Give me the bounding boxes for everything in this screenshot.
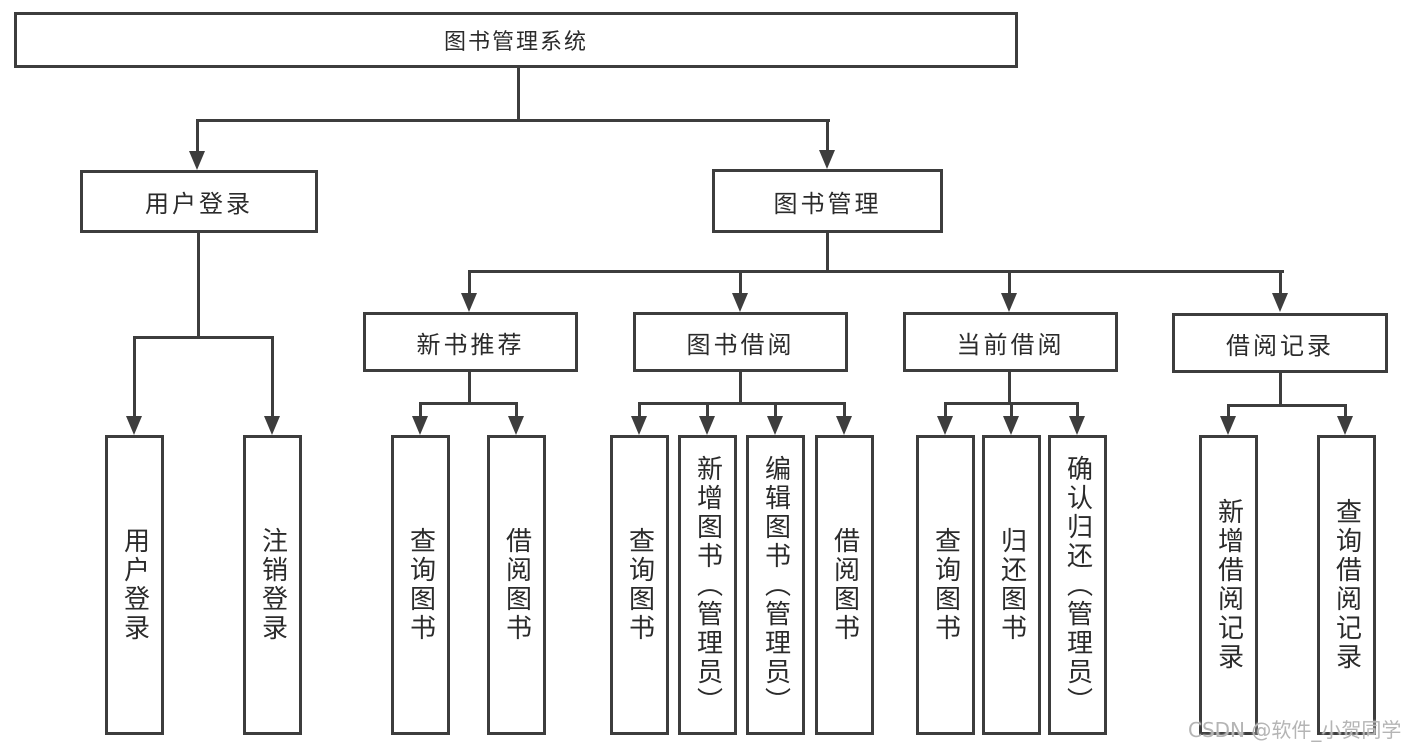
node-label: 图书管理系统 <box>443 30 588 55</box>
node-borrowing-records: 借阅记录 <box>1172 313 1388 373</box>
node-label: 查询图书 <box>624 527 655 643</box>
node-new-book-recommend: 新书推荐 <box>363 312 578 372</box>
node-library-management-system: 图书管理系统 <box>14 12 1018 68</box>
edge-to-leaf <box>706 402 709 418</box>
edge-to-leaf <box>944 402 947 418</box>
node-label: 图书管理 <box>773 189 882 218</box>
node-label: 借阅图书 <box>829 527 860 643</box>
arrow-down-icon <box>264 416 280 435</box>
edge-book-borrow-stem <box>739 372 742 405</box>
arrow-down-icon <box>819 150 835 169</box>
leaf-query-borrow-record: 查询借阅记录 <box>1317 435 1376 735</box>
arrow-down-icon <box>508 416 524 435</box>
edge-to-leaf <box>1344 404 1347 418</box>
node-label: 借阅图书 <box>501 527 532 643</box>
edge-root-splitter <box>196 119 830 122</box>
edge-book-mgmt-stem <box>826 233 829 272</box>
node-label: 用户登录 <box>119 527 150 643</box>
edge-new-books-splitter <box>419 402 518 405</box>
node-label: 编辑图书（管理员） <box>760 454 791 716</box>
node-label: 当前借阅 <box>956 330 1065 359</box>
edge-book-mgmt-splitter <box>469 270 1284 273</box>
leaf-add-book-admin: 新增图书（管理员） <box>678 435 737 735</box>
node-label: 新增借阅记录 <box>1213 498 1244 672</box>
node-current-borrowing: 当前借阅 <box>903 312 1118 372</box>
edge-to-leaf <box>1227 404 1230 418</box>
leaf-query-books-current: 查询图书 <box>916 435 975 735</box>
edge-to-borrow-records <box>1279 270 1282 295</box>
node-label: 借阅记录 <box>1226 331 1334 360</box>
node-label: 确认归还（管理员） <box>1062 454 1093 716</box>
leaf-borrow-books-borrowing: 借阅图书 <box>815 435 874 735</box>
node-label: 注销登录 <box>257 527 288 643</box>
arrow-down-icon <box>732 293 748 312</box>
node-label: 新书推荐 <box>416 330 525 359</box>
node-label: 用户登录 <box>145 190 253 218</box>
edge-to-leaf <box>133 336 136 417</box>
leaf-logout: 注销登录 <box>243 435 302 735</box>
node-label: 查询借阅记录 <box>1331 498 1362 672</box>
leaf-return-books: 归还图书 <box>982 435 1041 735</box>
arrow-down-icon <box>1003 416 1019 435</box>
arrow-down-icon <box>461 293 477 312</box>
arrow-down-icon <box>631 416 647 435</box>
edge-borrow-records-stem <box>1279 373 1282 406</box>
node-label: 归还图书 <box>996 527 1027 643</box>
leaf-borrow-books-recommend: 借阅图书 <box>487 435 546 735</box>
arrow-down-icon <box>1001 293 1017 312</box>
arrow-down-icon <box>699 416 715 435</box>
node-user-login: 用户登录 <box>80 170 318 233</box>
edge-root-stem <box>517 68 520 121</box>
node-label: 查询图书 <box>930 527 961 643</box>
edge-borrow-records-splitter <box>1227 404 1347 407</box>
leaf-confirm-return-admin: 确认归还（管理员） <box>1048 435 1107 735</box>
leaf-query-books-recommend: 查询图书 <box>391 435 450 735</box>
edge-user-login-stem <box>197 233 200 338</box>
arrow-down-icon <box>836 416 852 435</box>
edge-to-leaf <box>271 336 274 417</box>
node-label: 图书借阅 <box>686 330 795 359</box>
edge-to-user-login <box>196 119 199 153</box>
leaf-add-borrow-record: 新增借阅记录 <box>1199 435 1258 735</box>
edge-to-book-borrow <box>739 270 742 295</box>
edge-to-leaf <box>1076 402 1079 418</box>
arrow-down-icon <box>189 151 205 170</box>
leaf-query-books-borrowing: 查询图书 <box>610 435 669 735</box>
leaf-edit-book-admin: 编辑图书（管理员） <box>746 435 805 735</box>
csdn-watermark: CSDN @软件_小贺同学 <box>1188 718 1402 742</box>
edge-book-borrow-splitter <box>638 402 846 405</box>
edge-to-leaf <box>515 402 518 418</box>
arrow-down-icon <box>1220 416 1236 435</box>
arrow-down-icon <box>1069 416 1085 435</box>
edge-to-leaf <box>843 402 846 418</box>
edge-user-login-splitter <box>133 336 274 339</box>
edge-to-leaf <box>774 402 777 418</box>
node-label: 新增图书（管理员） <box>692 454 723 716</box>
node-book-borrowing: 图书借阅 <box>633 312 848 372</box>
edge-to-leaf <box>419 402 422 418</box>
leaf-user-login: 用户登录 <box>105 435 164 735</box>
arrow-down-icon <box>767 416 783 435</box>
edge-to-current-borrow <box>1008 270 1011 295</box>
arrow-down-icon <box>412 416 428 435</box>
node-label: 查询图书 <box>405 527 436 643</box>
edge-to-leaf <box>1010 402 1013 418</box>
arrow-down-icon <box>937 416 953 435</box>
arrow-down-icon <box>1272 293 1288 312</box>
arrow-down-icon <box>126 416 142 435</box>
edge-current-borrow-stem <box>1008 372 1011 405</box>
arrow-down-icon <box>1337 416 1353 435</box>
edge-to-book-mgmt <box>826 119 829 152</box>
edge-to-leaf <box>638 402 641 418</box>
edge-new-books-stem <box>468 372 471 405</box>
edge-to-new-books <box>468 270 471 295</box>
node-book-management: 图书管理 <box>712 169 943 233</box>
